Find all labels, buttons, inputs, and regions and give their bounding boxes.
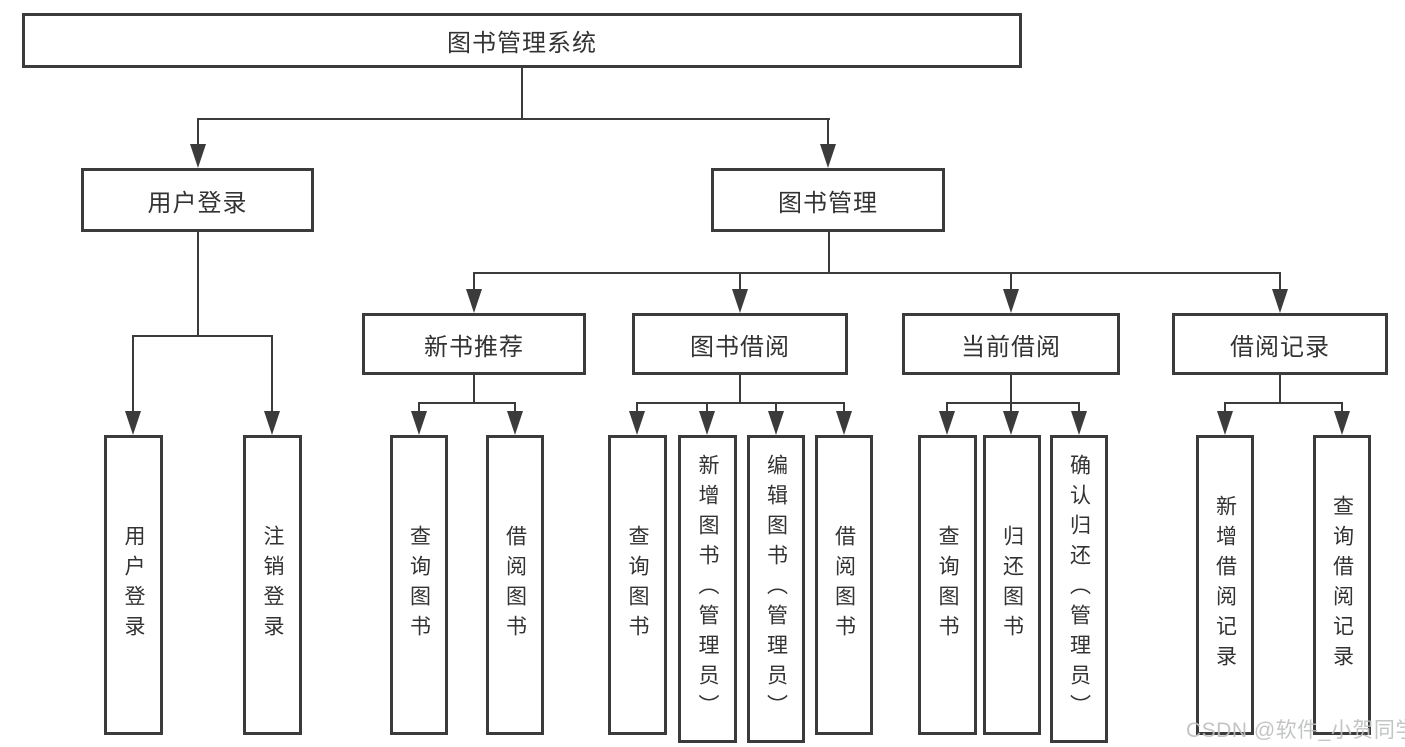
- edge-line: [514, 404, 516, 413]
- edge-line: [271, 337, 273, 413]
- node-leaf-recommend-query-books-label: 查询图书: [407, 525, 431, 645]
- node-leaf-user-login: 用户登录: [104, 435, 163, 735]
- edge-line: [1224, 402, 1343, 404]
- edge-line: [706, 404, 708, 413]
- node-book-borrowing-label: 图书借阅: [690, 333, 790, 361]
- node-leaf-borrowing-add-books-admin-label: 新增图书（管理员）: [696, 454, 719, 724]
- edge-arrowhead: [190, 144, 206, 168]
- node-root: 图书管理系统: [22, 13, 1022, 68]
- edge-line: [636, 402, 845, 404]
- edge-arrowhead: [1217, 411, 1233, 435]
- edge-arrowhead: [732, 289, 748, 313]
- edge-arrowhead: [507, 411, 523, 435]
- node-leaf-borrowing-borrow-books: 借阅图书: [815, 435, 873, 735]
- node-new-book-recommend-label: 新书推荐: [424, 333, 524, 361]
- edge-arrowhead: [466, 289, 482, 313]
- node-user-login: 用户登录: [81, 168, 314, 232]
- edge-arrowhead: [629, 411, 645, 435]
- node-leaf-current-confirm-return-admin: 确认归还（管理员）: [1050, 435, 1108, 743]
- node-root-label: 图书管理系统: [447, 30, 597, 57]
- edge-arrowhead: [939, 411, 955, 435]
- edge-arrowhead: [1003, 289, 1019, 313]
- edge-line: [1279, 375, 1281, 404]
- edge-line: [132, 335, 273, 337]
- edge-line: [1341, 404, 1343, 413]
- edge-arrowhead: [411, 411, 427, 435]
- edge-line: [739, 375, 741, 404]
- edge-line: [418, 404, 420, 413]
- edge-line: [473, 274, 475, 291]
- node-leaf-user-login-label: 用户登录: [122, 525, 145, 645]
- edge-line: [1010, 375, 1012, 404]
- edge-line: [1279, 274, 1281, 291]
- node-new-book-recommend: 新书推荐: [362, 313, 586, 375]
- node-user-login-label: 用户登录: [147, 189, 248, 217]
- node-current-borrowing-label: 当前借阅: [961, 333, 1061, 361]
- edge-arrowhead: [768, 411, 784, 435]
- node-book-management: 图书管理: [711, 168, 945, 232]
- edge-line: [636, 404, 638, 413]
- node-leaf-current-confirm-return-admin-label: 确认归还（管理员）: [1067, 454, 1091, 724]
- node-leaf-current-return-books-label: 归还图书: [1000, 525, 1024, 645]
- node-borrowing-records-label: 借阅记录: [1230, 333, 1330, 361]
- edge-line: [418, 402, 516, 404]
- node-current-borrowing: 当前借阅: [902, 313, 1120, 375]
- node-leaf-recommend-query-books: 查询图书: [390, 435, 448, 735]
- watermark: CSDN @软件_小贺同学: [1186, 719, 1405, 742]
- node-leaf-borrowing-edit-books-admin-label: 编辑图书（管理员）: [764, 454, 788, 724]
- edge-line: [473, 272, 1281, 274]
- node-leaf-borrowing-borrow-books-label: 借阅图书: [832, 525, 856, 645]
- edge-line: [946, 404, 948, 413]
- edge-line: [828, 232, 830, 274]
- edge-line: [473, 375, 475, 404]
- node-book-borrowing: 图书借阅: [632, 313, 848, 375]
- edge-line: [1224, 404, 1226, 413]
- edge-arrowhead: [1003, 411, 1019, 435]
- edge-line: [843, 404, 845, 413]
- edge-line: [775, 404, 777, 413]
- edge-arrowhead: [1071, 411, 1087, 435]
- node-book-management-label: 图书管理: [778, 189, 878, 217]
- node-leaf-records-query-record: 查询借阅记录: [1313, 435, 1371, 735]
- node-leaf-logout: 注销登录: [243, 435, 302, 735]
- node-borrowing-records: 借阅记录: [1172, 313, 1388, 375]
- edge-line: [197, 232, 199, 337]
- node-leaf-records-query-record-label: 查询借阅记录: [1330, 495, 1354, 675]
- node-leaf-logout-label: 注销登录: [261, 525, 284, 645]
- node-leaf-recommend-borrow-books-label: 借阅图书: [503, 525, 527, 645]
- edge-arrowhead: [1272, 289, 1288, 313]
- edge-line: [197, 118, 830, 120]
- edge-arrowhead: [1334, 411, 1350, 435]
- node-leaf-current-query-books: 查询图书: [918, 435, 977, 735]
- node-leaf-recommend-borrow-books: 借阅图书: [486, 435, 544, 735]
- edge-line: [132, 337, 134, 413]
- edge-line: [1010, 274, 1012, 291]
- node-leaf-borrowing-edit-books-admin: 编辑图书（管理员）: [747, 435, 805, 743]
- edge-arrowhead: [836, 411, 852, 435]
- node-leaf-current-return-books: 归还图书: [983, 435, 1041, 735]
- edge-line: [827, 120, 829, 146]
- edge-arrowhead: [820, 144, 836, 168]
- edge-line: [946, 402, 1080, 404]
- edge-line: [1078, 404, 1080, 413]
- edge-arrowhead: [699, 411, 715, 435]
- node-leaf-current-query-books-label: 查询图书: [936, 525, 959, 645]
- node-leaf-records-add-record-label: 新增借阅记录: [1213, 495, 1237, 675]
- node-leaf-borrowing-query-books-label: 查询图书: [626, 525, 649, 645]
- edge-line: [197, 120, 199, 146]
- edge-line: [1010, 404, 1012, 413]
- edge-arrowhead: [264, 411, 280, 435]
- edge-arrowhead: [125, 411, 141, 435]
- edge-line: [521, 68, 523, 119]
- node-leaf-records-add-record: 新增借阅记录: [1196, 435, 1254, 735]
- node-leaf-borrowing-add-books-admin: 新增图书（管理员）: [678, 435, 737, 743]
- edge-line: [739, 274, 741, 291]
- node-leaf-borrowing-query-books: 查询图书: [608, 435, 667, 735]
